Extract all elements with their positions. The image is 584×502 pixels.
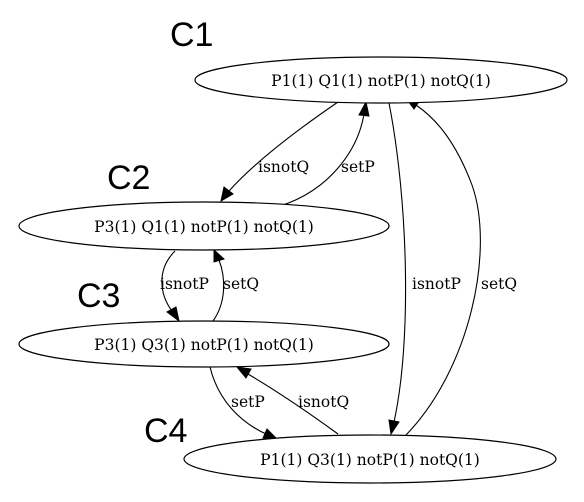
node-label-n3: P3(1) Q3(1) notP(1) notQ(1) — [94, 336, 314, 354]
edge-n3-to-n2[interactable]: setQ — [212, 248, 259, 322]
edge-n4-to-n1[interactable]: setQ — [404, 97, 517, 437]
edge-n3-to-n4[interactable]: setP — [209, 366, 279, 440]
edge-label-isnotq-2: isnotQ — [298, 393, 349, 411]
cluster-label-c2: C2 — [107, 159, 150, 197]
node-label-n2: P3(1) Q1(1) notP(1) notQ(1) — [94, 218, 314, 236]
node-n4[interactable]: P1(1) Q3(1) notP(1) notQ(1) — [183, 434, 557, 484]
edge-label-setq-2: setQ — [481, 275, 517, 293]
node-label-n4: P1(1) Q3(1) notP(1) notQ(1) — [260, 451, 480, 469]
nodes: P1(1) Q1(1) notP(1) notQ(1) P3(1) Q1(1) … — [18, 56, 568, 484]
node-n3[interactable]: P3(1) Q3(1) notP(1) notQ(1) — [18, 320, 390, 368]
edge-n2-to-n3[interactable]: isnotP — [160, 250, 209, 323]
cluster-label-c4: C4 — [144, 412, 187, 450]
cluster-labels: C1 C2 C3 C4 — [77, 16, 213, 450]
edge-label-setq-1: setQ — [223, 275, 259, 293]
edge-label-isnotp-1: isnotP — [160, 275, 209, 293]
edge-n1-to-n2[interactable]: isnotQ — [220, 101, 339, 203]
cluster-label-c3: C3 — [77, 277, 120, 315]
edge-label-isnotp-2: isnotP — [412, 275, 461, 293]
node-label-n1: P1(1) Q1(1) notP(1) notQ(1) — [271, 72, 491, 90]
node-n1[interactable]: P1(1) Q1(1) notP(1) notQ(1) — [194, 56, 568, 104]
edge-n2-to-n1[interactable]: setP — [279, 100, 375, 207]
node-n2[interactable]: P3(1) Q1(1) notP(1) notQ(1) — [18, 201, 390, 251]
edge-n1-to-n4[interactable]: isnotP — [388, 102, 461, 436]
edge-label-isnotq-1: isnotQ — [258, 158, 309, 176]
edge-label-setp-2: setP — [231, 393, 265, 411]
cluster-label-c1: C1 — [170, 16, 213, 54]
edge-n4-to-n3[interactable]: isnotQ — [235, 366, 349, 435]
edges: isnotQ setP isnotP setQ setP — [160, 97, 517, 440]
edge-label-setp-1: setP — [341, 158, 375, 176]
